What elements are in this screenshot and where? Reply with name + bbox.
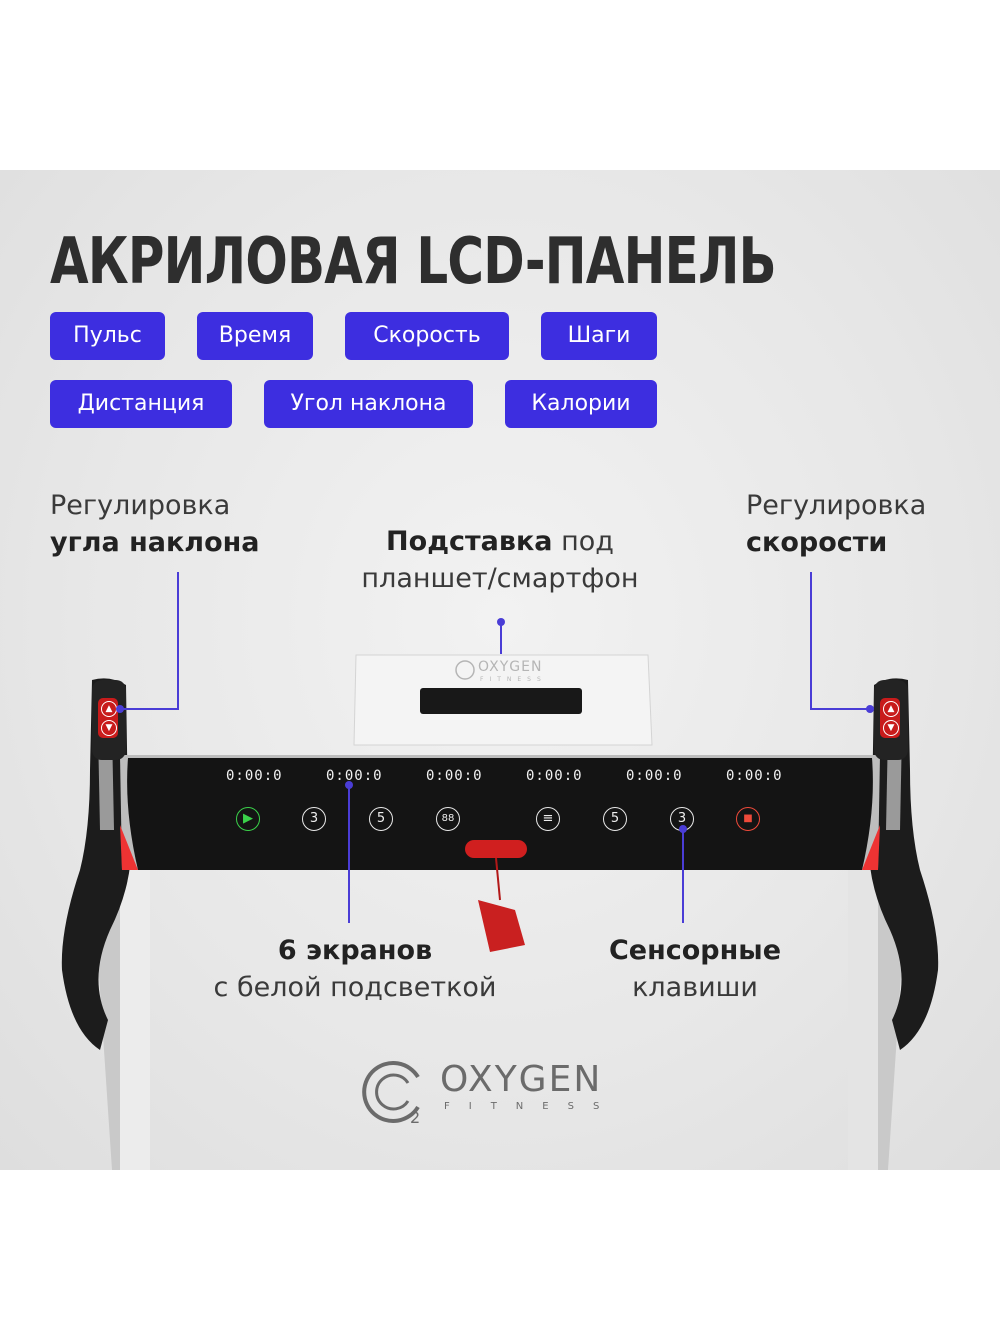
callout-incline-dot — [116, 705, 124, 713]
incline-5-key[interactable]: 5 — [603, 807, 627, 831]
chip-calories: Калории — [505, 380, 657, 428]
callout-keys-bold: Сенсорные — [608, 935, 782, 966]
callout-incline-line1: Регулировка — [50, 490, 231, 521]
tablet-logo-sub: FITNESS — [480, 676, 547, 683]
speed-5-key[interactable]: 5 — [369, 807, 393, 831]
callout-stand: Подставка под планшет/смартфон — [330, 523, 670, 597]
callout-stand-line2: планшет/смартфон — [361, 563, 639, 594]
callout-keys-line2: клавиши — [632, 972, 758, 1003]
lcd-screen-5: 0:00:0 — [626, 768, 683, 784]
callout-speed-bold: скорости — [746, 527, 888, 558]
chip-distance: Дистанция — [50, 380, 232, 428]
callout-keys-line — [682, 829, 684, 923]
lcd-screen-4: 0:00:0 — [526, 768, 583, 784]
callout-incline-line — [177, 572, 179, 710]
oxygen-logo-icon: 2 — [362, 1061, 420, 1127]
callout-speed-line1: Регулировка — [746, 490, 927, 521]
lcd-screen-1: 0:00:0 — [226, 768, 283, 784]
down-arrow-icon[interactable]: ▼ — [883, 720, 899, 736]
callout-speed-line — [810, 572, 812, 710]
callout-speed-dot — [866, 705, 874, 713]
svg-text:2: 2 — [410, 1108, 420, 1127]
menu-key[interactable]: ≡ — [536, 807, 560, 831]
callout-keys: Сенсорные клавиши — [570, 932, 820, 1006]
speed-3-key[interactable]: 3 — [302, 807, 326, 831]
brand-logo: 2 OXYGEN FITNESS — [360, 1053, 660, 1133]
callout-stand-line1: Подставка под — [386, 526, 614, 557]
page-title: АКРИЛОВАЯ LCD-ПАНЕЛЬ — [50, 225, 777, 299]
callout-incline-bold: угла наклона — [50, 527, 260, 558]
callout-speed: Регулировка скорости — [746, 487, 926, 561]
callout-screens-line — [348, 785, 350, 923]
program-key[interactable]: 88 — [436, 807, 460, 831]
lcd-screen-2: 0:00:0 — [326, 768, 383, 784]
chip-pulse: Пульс — [50, 312, 165, 360]
play-icon[interactable]: ▶ — [236, 807, 260, 831]
brand-name: OXYGEN — [440, 1059, 603, 1100]
chip-steps: Шаги — [541, 312, 657, 360]
tablet-logo: OXYGEN — [478, 659, 543, 675]
stop-icon[interactable]: ■ — [736, 807, 760, 831]
promo-panel: ▲ ▼ ▲ ▼ OXYGEN FITNESS 0:00:0 0:00:0 0:0… — [0, 170, 1000, 1170]
callout-speed-hline — [810, 708, 870, 710]
callout-stand-line — [500, 622, 502, 654]
treadmill-illustration — [61, 654, 939, 1170]
callout-incline-hline — [120, 708, 179, 710]
callout-screens-line2: с белой подсветкой — [213, 972, 497, 1003]
callout-screens: 6 экранов с белой подсветкой — [190, 932, 520, 1006]
up-arrow-icon[interactable]: ▲ — [883, 701, 899, 717]
lcd-screen-6: 0:00:0 — [726, 768, 783, 784]
lcd-screen-3: 0:00:0 — [426, 768, 483, 784]
chip-time: Время — [197, 312, 313, 360]
callout-incline: Регулировка угла наклона — [50, 487, 260, 561]
chip-incline: Угол наклона — [264, 380, 473, 428]
down-arrow-icon[interactable]: ▼ — [101, 720, 117, 736]
callout-screens-bold: 6 экранов — [277, 935, 433, 966]
up-arrow-icon[interactable]: ▲ — [101, 701, 117, 717]
brand-sub: FITNESS — [444, 1101, 619, 1112]
chip-speed: Скорость — [345, 312, 509, 360]
